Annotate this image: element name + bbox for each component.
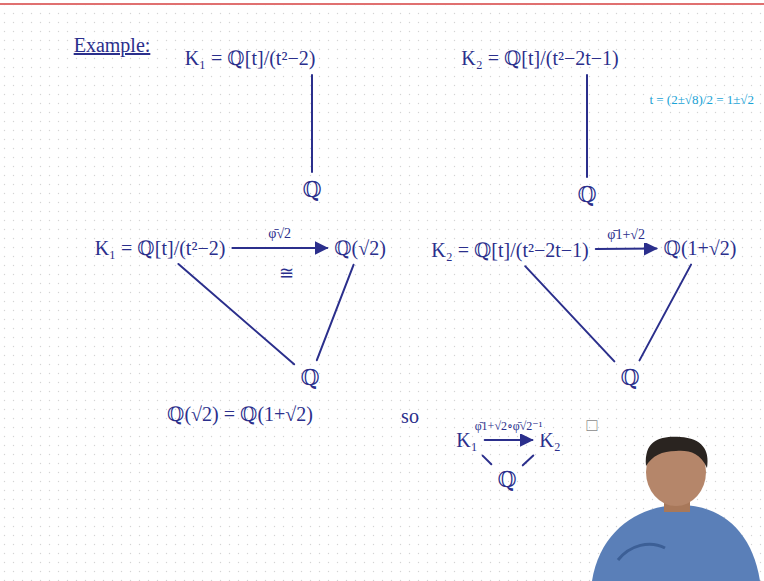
map-name: φ̄1+√2 xyxy=(605,227,647,243)
math-expression: ℚ xyxy=(616,363,643,393)
extension-line xyxy=(483,456,492,465)
expression-text: ℚ xyxy=(302,177,321,203)
math-expression: ℚ(1+√2) xyxy=(660,234,741,262)
expression-text: ℚ(1+√2) xyxy=(664,236,737,260)
extension-line xyxy=(639,265,691,361)
math-expression: ℚ xyxy=(573,180,600,210)
extension-line xyxy=(525,266,614,361)
map-arrow xyxy=(485,439,533,441)
presenter-shirt xyxy=(592,505,760,581)
presenter-figure xyxy=(592,437,760,581)
expression-text: ℚ xyxy=(620,365,639,391)
expression-text: ℚ xyxy=(497,467,516,493)
isomorphism-sign: ≅ xyxy=(277,262,296,284)
extension-line xyxy=(523,456,534,466)
expression-text: K₁ = ℚ[t]/(t²−2) xyxy=(185,46,316,70)
expression-text: ℚ(√2) xyxy=(334,236,386,260)
expression-text: K₂ = ℚ[t]/(t²−2t−1) xyxy=(431,238,589,262)
word-label: so xyxy=(399,405,421,428)
map-arrow xyxy=(596,247,657,250)
presenter-arm xyxy=(618,544,665,560)
expression-text: K₁ = ℚ[t]/(t²−2) xyxy=(95,236,226,260)
end-of-proof-mark: □ xyxy=(585,415,600,436)
extension-line xyxy=(317,265,354,360)
math-expression: K₁ = ℚ[t]/(t²−2) xyxy=(91,234,230,262)
top-rule xyxy=(0,3,764,5)
side-note: t = (2±√8)/2 = 1±√2 xyxy=(647,92,756,108)
math-expression: ℚ(√2) xyxy=(330,234,390,262)
math-expression: ℚ xyxy=(296,363,323,393)
math-expression: ℚ xyxy=(298,175,325,205)
extension-line xyxy=(586,75,588,177)
math-expression: K₂ = ℚ[t]/(t²−2t−1) xyxy=(427,236,593,264)
math-expression: K₁ = ℚ[t]/(t²−2) xyxy=(181,44,320,72)
map-arrow xyxy=(232,247,327,249)
extension-line xyxy=(311,75,313,172)
expression-text: ℚ xyxy=(577,182,596,208)
expression-text: ℚ xyxy=(300,365,319,391)
heading-label: Example: xyxy=(72,34,153,57)
extension-line xyxy=(178,264,294,364)
expression-text: K₂ = ℚ[t]/(t²−2t−1) xyxy=(461,46,619,70)
map-name: φ̄1+√2∘φ̄√2⁻¹ xyxy=(473,419,545,434)
equation-label: ℚ(√2) = ℚ(1+√2) xyxy=(165,402,315,426)
map-name: φ̄√2 xyxy=(266,226,293,242)
math-expression: K₂ = ℚ[t]/(t²−2t−1) xyxy=(457,44,623,72)
presenter-hair xyxy=(646,437,708,468)
math-expression: ℚ xyxy=(493,465,520,495)
